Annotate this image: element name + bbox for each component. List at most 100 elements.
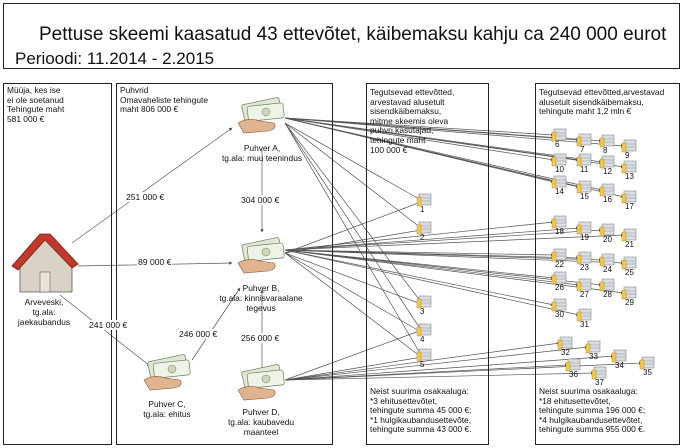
company-number: 36 [569, 370, 578, 379]
period-label: Perioodi: 11.2014 - 2.2015 [15, 49, 215, 68]
flow-to-company-34 [284, 354, 615, 381]
company-number: 2 [420, 233, 425, 242]
company-number: 28 [603, 290, 612, 299]
flow-b-to-mid-5 [284, 252, 422, 358]
company-number: 23 [580, 263, 589, 272]
title-box: Pettuse skeemi kaasatud 43 ettevõtet, kä… [3, 3, 680, 69]
company-number: 27 [580, 290, 589, 299]
amount-a-to-b: 304 000 € [240, 195, 281, 205]
company-number: 9 [625, 151, 630, 160]
company-number: 18 [555, 227, 564, 236]
company-number: 31 [580, 320, 589, 329]
company-number: 10 [555, 165, 564, 174]
company-number: 35 [643, 368, 652, 377]
puhver-c-label: Puhver C, tg.ala: ehitus [143, 399, 191, 419]
flow-d-to-mid-4 [284, 329, 423, 381]
flow-to-company-24 [284, 249, 603, 262]
flow-to-company-32 [284, 341, 561, 381]
flow-c-to-b [191, 287, 241, 361]
arveveski-label: Arveveski, tg.ala: jaekaubandus [17, 297, 71, 327]
flow-a-to-mid-5 [284, 122, 422, 356]
flow-a-to-mid-3 [284, 122, 422, 303]
company-number: 21 [625, 240, 634, 249]
flow-to-company-21 [284, 233, 625, 251]
flow-to-company-22 [284, 249, 555, 257]
company-number: 3 [420, 307, 425, 316]
flow-to-company-19 [284, 226, 580, 251]
company-number: 1 [420, 205, 425, 214]
flow-a-to-mid-1 [284, 122, 422, 201]
company-number: 17 [625, 202, 634, 211]
company-number: 26 [555, 283, 564, 292]
company-number: 6 [555, 140, 560, 149]
companies-mid-box: Tegutsevad ettevõtted, arvestavad aluset… [366, 83, 489, 445]
company-number: 34 [615, 361, 624, 370]
company-number: 4 [420, 335, 425, 344]
diagram-title: Pettuse skeemi kaasatud 43 ettevõtet, kä… [39, 24, 667, 45]
company-number: 7 [580, 145, 585, 154]
flow-to-company-28 [284, 249, 603, 287]
amount-to-c: 241 000 € [88, 320, 129, 330]
flow-to-company-17 [284, 117, 625, 199]
company-number: 14 [555, 187, 564, 196]
flow-to-company-29 [284, 249, 625, 295]
company-number: 16 [603, 195, 612, 204]
companies-right-largest-text: Neist suurima osakaaluga: *18 ehitusette… [539, 386, 646, 435]
companies-right-text: Tegutsevad ettevõtted,arvestavad alusetu… [539, 87, 665, 117]
company-number: 33 [589, 352, 598, 361]
flow-to-company-13 [284, 117, 625, 169]
flow-to-company-10 [284, 117, 555, 162]
company-number: 29 [625, 298, 634, 307]
flow-to-company-25 [284, 249, 625, 265]
flow-to-company-27 [284, 249, 580, 287]
company-number: 22 [555, 260, 564, 269]
company-number: 30 [555, 310, 564, 319]
flow-arveveski-to-c [59, 294, 151, 367]
flow-to-company-20 [284, 228, 603, 251]
amount-c-to-b: 246 000 € [178, 329, 219, 339]
flow-d-to-mid-5 [284, 355, 423, 381]
amount-to-a: 251 000 € [125, 192, 166, 202]
puhver-a-label: Puhver A, tg.ala: muu teenindus [221, 143, 303, 163]
company-number: 8 [603, 146, 608, 155]
flow-arveveski-to-a [71, 127, 233, 244]
flow-to-company-9 [284, 117, 625, 148]
flow-a-to-mid-4 [284, 122, 422, 331]
company-number: 19 [580, 233, 589, 242]
amount-to-b: 89 000 € [137, 257, 173, 267]
amount-d-to-b: 256 000 € [240, 333, 281, 343]
flow-to-company-6 [284, 117, 555, 137]
company-number: 11 [580, 165, 589, 174]
